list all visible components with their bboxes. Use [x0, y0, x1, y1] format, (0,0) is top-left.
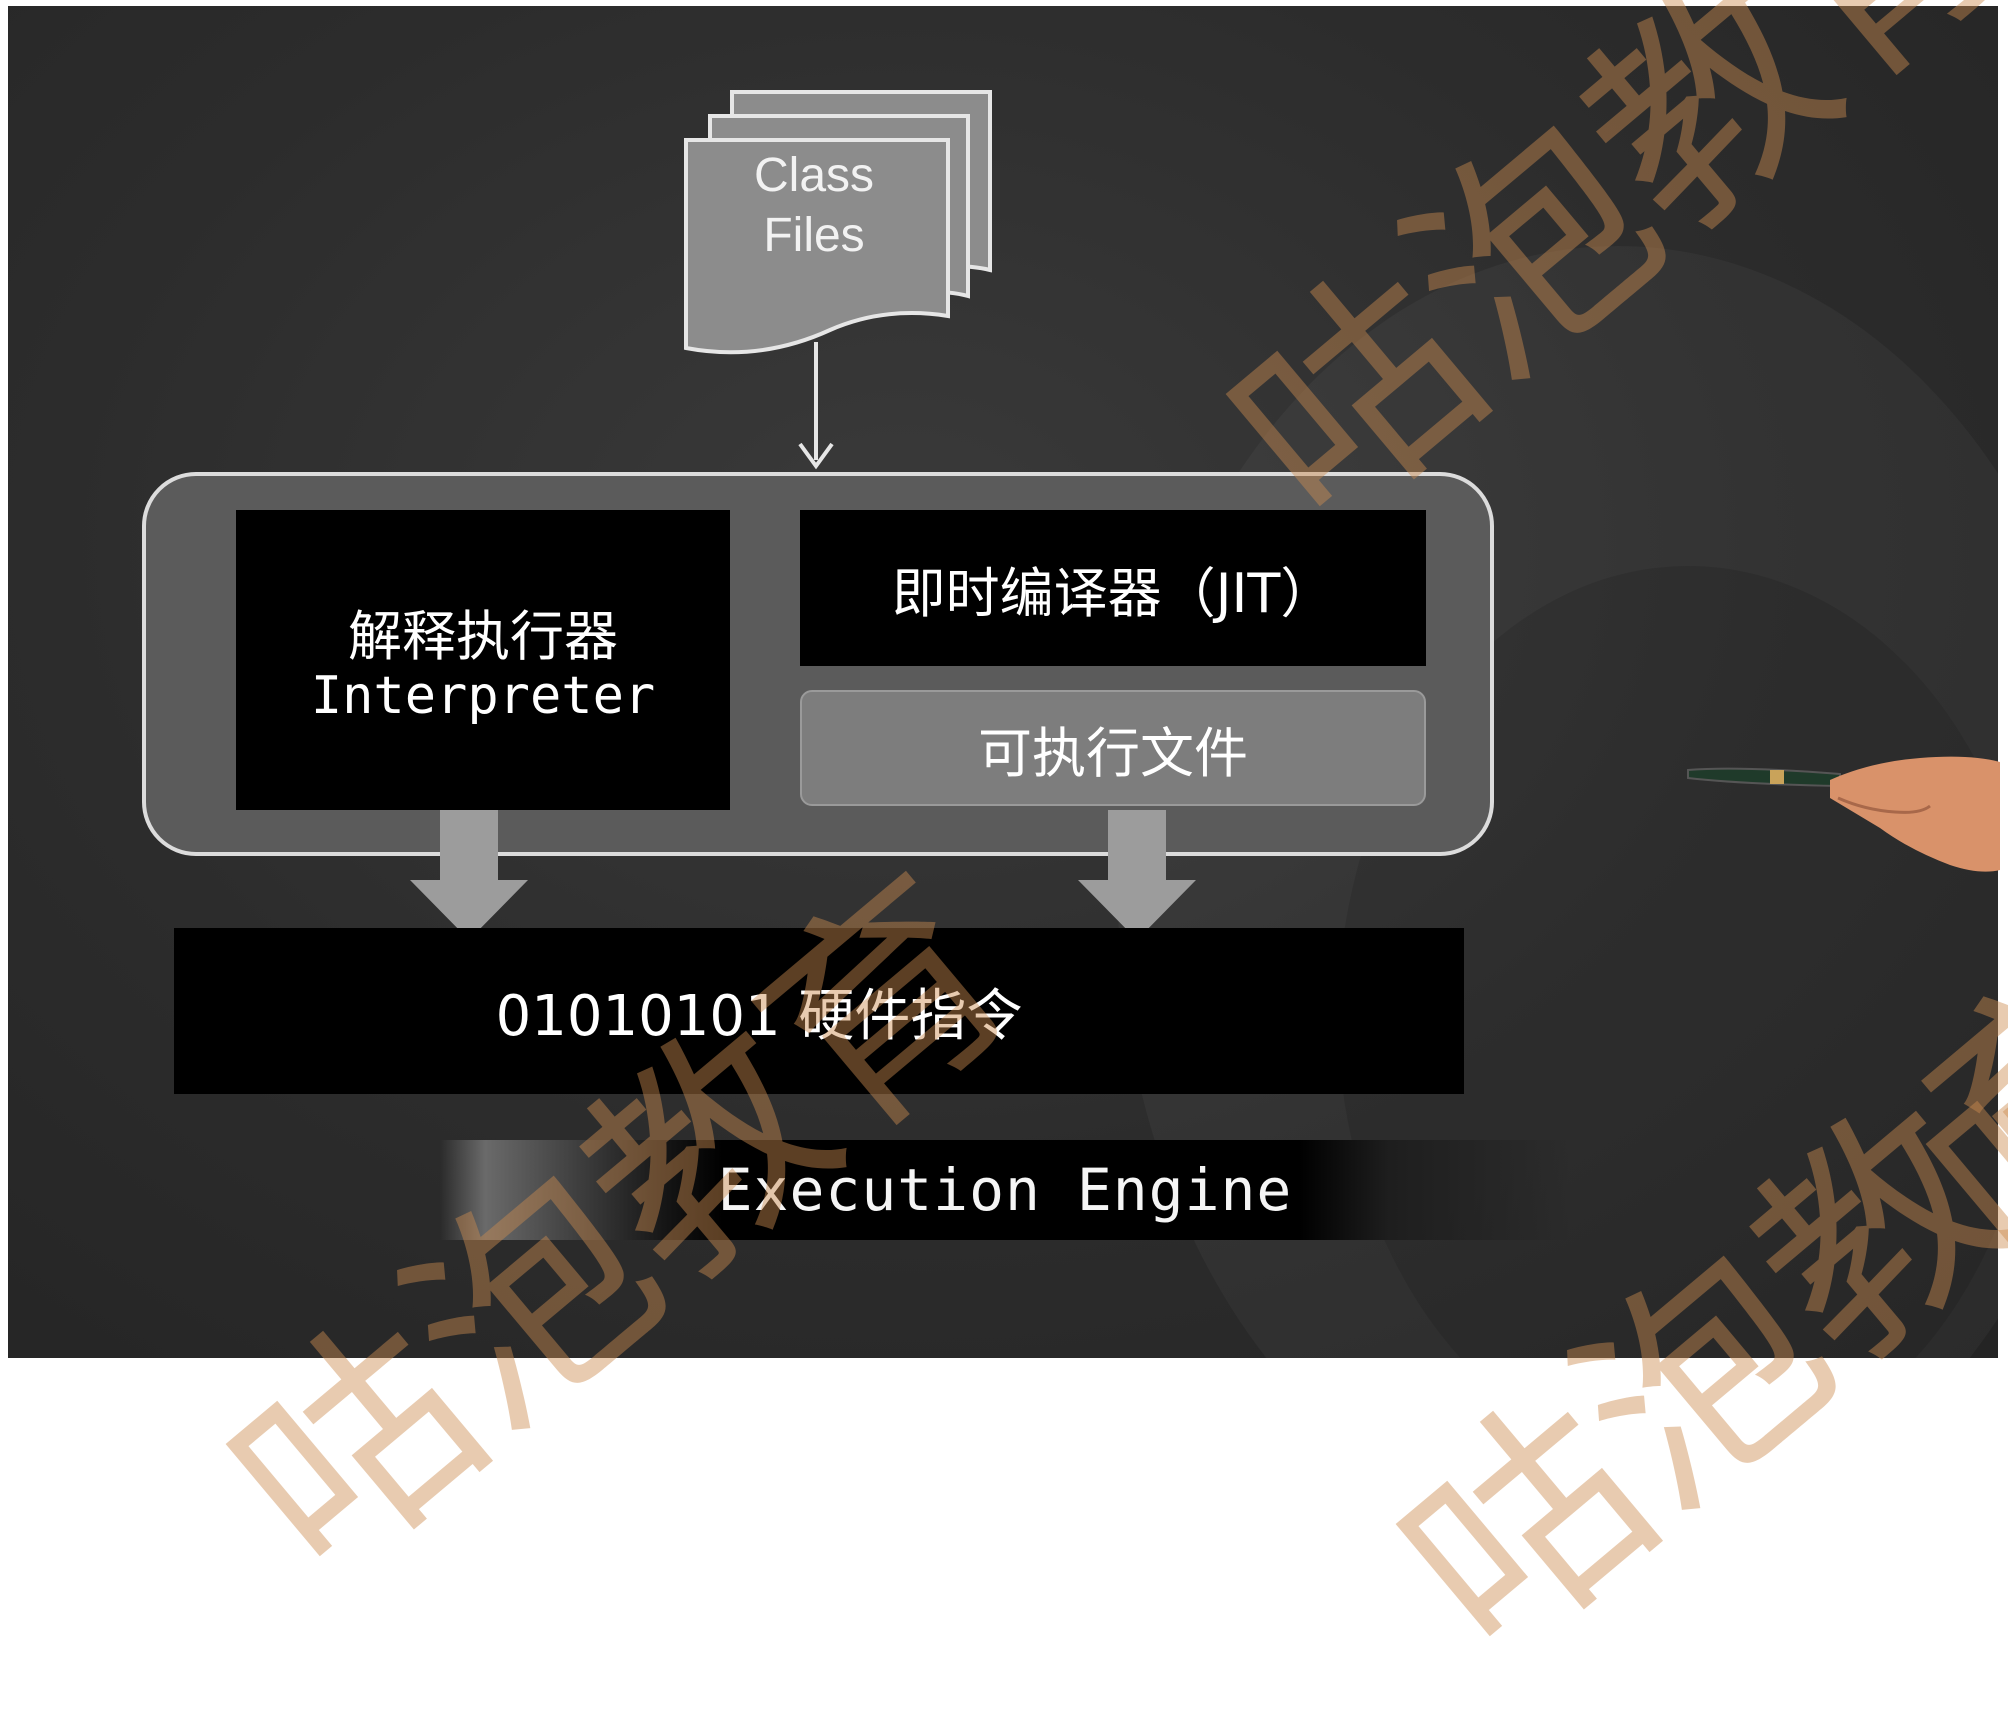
- jit-down-arrow: [1078, 810, 1196, 940]
- interpreter-box: 解释执行器 Interpreter: [236, 510, 730, 810]
- hardware-instructions-box: 01010101 硬件指令: [174, 928, 1464, 1094]
- interpreter-down-arrow: [410, 810, 528, 940]
- class-files-node: Class Files: [680, 80, 1000, 370]
- interpreter-title-cn: 解释执行器: [348, 605, 618, 668]
- hand-pointer-icon: [1687, 756, 2000, 872]
- class-files-label: Class Files: [753, 149, 875, 262]
- jit-compiler-box: 即时编译器（JIT）: [800, 510, 1426, 666]
- execution-engine-bar: Execution Engine: [440, 1140, 1570, 1240]
- executable-file-box: 可执行文件: [800, 690, 1426, 806]
- hardware-instructions-label: 01010101 硬件指令: [495, 983, 1023, 1049]
- execution-engine-label: Execution Engine: [717, 1156, 1293, 1224]
- interpreter-title-en: Interpreter: [310, 666, 656, 726]
- document-stack-icon: [684, 90, 992, 355]
- flow-arrows: [410, 810, 1196, 940]
- class-files-connector-arrow: [798, 342, 834, 470]
- presenter-hand-pointer: [1680, 740, 2000, 900]
